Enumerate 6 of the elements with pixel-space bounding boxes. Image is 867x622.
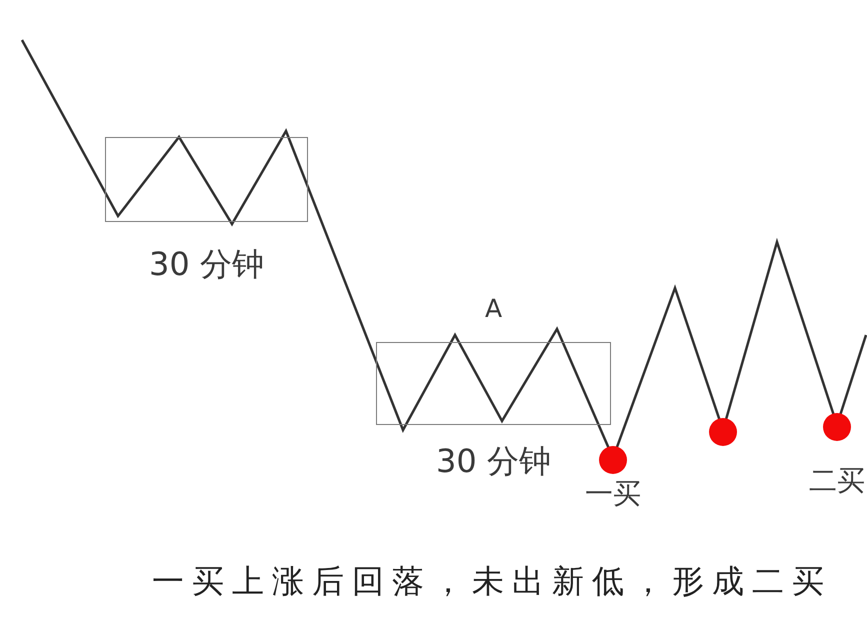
caption-text: 一买上涨后回落，未出新低，形成二买 <box>152 562 832 600</box>
timeframe-label: 30 分钟 <box>149 246 264 283</box>
zone-letter-label: A <box>484 295 502 324</box>
buy-point-label: 一买 <box>585 478 641 510</box>
timeframe-label: 30 分钟 <box>436 442 551 480</box>
buy-point-label: 二买 <box>809 465 865 498</box>
